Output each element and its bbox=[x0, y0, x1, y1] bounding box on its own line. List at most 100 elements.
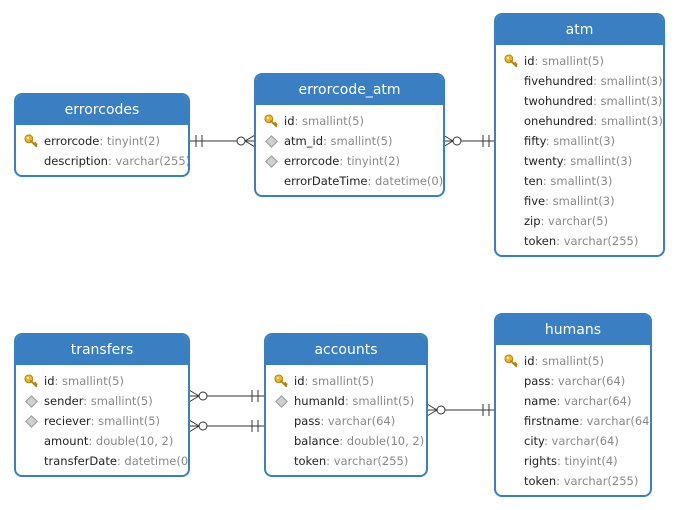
column-row[interactable]: transferDate: datetime(0) bbox=[16, 451, 188, 471]
column-row[interactable]: token: varchar(255) bbox=[496, 231, 663, 251]
column-row[interactable]: name: varchar(64) bbox=[496, 391, 650, 411]
column-row[interactable]: five: smallint(3) bbox=[496, 191, 663, 211]
column-row[interactable]: city: varchar(64) bbox=[496, 431, 650, 451]
column-name: pass bbox=[524, 374, 551, 388]
column-name: id bbox=[524, 354, 535, 368]
column-row[interactable]: id: smallint(5) bbox=[496, 351, 650, 371]
column-row[interactable]: errorcode: tinyint(2) bbox=[256, 151, 443, 171]
column-row[interactable]: sender: smallint(5) bbox=[16, 391, 188, 411]
column-row[interactable]: description: varchar(255) bbox=[16, 151, 188, 171]
column-row[interactable]: amount: double(10, 2) bbox=[16, 431, 188, 451]
column-name: id bbox=[44, 374, 55, 388]
column-type: : smallint(3) bbox=[545, 134, 616, 148]
column-list: errorcode: tinyint(2)description: varcha… bbox=[16, 125, 188, 171]
column-row[interactable]: balance: double(10, 2) bbox=[266, 431, 426, 451]
relationship-accounts-transfers-reciever bbox=[188, 419, 264, 433]
column-row[interactable]: id: smallint(5) bbox=[256, 111, 443, 131]
column-row[interactable]: fifty: smallint(3) bbox=[496, 131, 663, 151]
foreign-key-icon bbox=[25, 395, 38, 408]
column-type: : smallint(3) bbox=[593, 74, 663, 88]
column-row[interactable]: reciever: smallint(5) bbox=[16, 411, 188, 431]
column-type: : varchar(64) bbox=[579, 414, 652, 428]
key-icon bbox=[264, 114, 278, 128]
column-type: : varchar(64) bbox=[556, 394, 632, 408]
column-name: twenty bbox=[524, 154, 563, 168]
column-row[interactable]: firstname: varchar(64) bbox=[496, 411, 650, 431]
column-name: id bbox=[284, 114, 295, 128]
key-icon bbox=[274, 374, 288, 388]
column-row[interactable]: twenty: smallint(3) bbox=[496, 151, 663, 171]
column-type: : tinyint(2) bbox=[339, 154, 400, 168]
column-row[interactable]: fivehundred: smallint(3) bbox=[496, 71, 663, 91]
column-name: rights bbox=[524, 454, 558, 468]
column-type: : smallint(3) bbox=[542, 174, 613, 188]
entity-title: errorcode_atm bbox=[256, 75, 443, 105]
column-row[interactable]: ten: smallint(3) bbox=[496, 171, 663, 191]
column-name: ten bbox=[524, 174, 543, 188]
column-type: : varchar(64) bbox=[544, 434, 619, 448]
column-name: city bbox=[524, 434, 544, 448]
column-type: : smallint(3) bbox=[592, 94, 663, 108]
entity-title: transfers bbox=[16, 335, 188, 365]
column-name: errorDateTime bbox=[284, 174, 368, 188]
entity-errorcodes[interactable]: errorcodes errorcode: tinyint(2)descript… bbox=[14, 93, 190, 177]
column-row[interactable]: onehundred: smallint(3) bbox=[496, 111, 663, 131]
column-list: id: smallint(5)humanId: smallint(5)pass:… bbox=[266, 365, 426, 471]
column-row[interactable]: errorDateTime: datetime(0) bbox=[256, 171, 443, 191]
column-name: atm_id bbox=[284, 134, 324, 148]
column-row[interactable]: id: smallint(5) bbox=[16, 371, 188, 391]
column-type: : smallint(5) bbox=[344, 394, 415, 408]
column-type: : smallint(5) bbox=[294, 114, 364, 128]
column-name: humanId bbox=[294, 394, 345, 408]
column-type: : varchar(255) bbox=[556, 234, 639, 248]
column-row[interactable]: token: varchar(255) bbox=[496, 471, 650, 491]
column-row[interactable]: errorcode: tinyint(2) bbox=[16, 131, 188, 151]
relationship-accounts-transfers-sender bbox=[188, 389, 264, 403]
column-name: onehundred bbox=[524, 114, 594, 128]
column-name: firstname bbox=[524, 414, 580, 428]
entity-title: accounts bbox=[266, 335, 426, 365]
column-type: : smallint(5) bbox=[90, 414, 161, 428]
column-row[interactable]: pass: varchar(64) bbox=[266, 411, 426, 431]
foreign-key-icon bbox=[275, 395, 288, 408]
column-name: token bbox=[524, 234, 557, 248]
entity-humans[interactable]: humans id: smallint(5)pass: varchar(64)n… bbox=[494, 313, 652, 497]
entity-accounts[interactable]: accounts id: smallint(5)humanId: smallin… bbox=[264, 333, 428, 477]
column-type: : varchar(255) bbox=[326, 454, 409, 468]
column-name: five bbox=[524, 194, 546, 208]
column-list: id: smallint(5)sender: smallint(5)reciev… bbox=[16, 365, 188, 471]
column-type: : varchar(64) bbox=[320, 414, 396, 428]
column-list: id: smallint(5)fivehundred: smallint(3)t… bbox=[496, 45, 663, 251]
entity-transfers[interactable]: transfers id: smallint(5)sender: smallin… bbox=[14, 333, 190, 477]
column-list: id: smallint(5)atm_id: smallint(5)errorc… bbox=[256, 105, 443, 191]
key-icon bbox=[504, 354, 518, 368]
column-name: name bbox=[524, 394, 557, 408]
entity-atm[interactable]: atm id: smallint(5)fivehundred: smallint… bbox=[494, 13, 665, 257]
column-row[interactable]: twohundred: smallint(3) bbox=[496, 91, 663, 111]
column-row[interactable]: zip: varchar(5) bbox=[496, 211, 663, 231]
column-row[interactable]: id: smallint(5) bbox=[266, 371, 426, 391]
column-name: fivehundred bbox=[524, 74, 594, 88]
key-icon bbox=[24, 374, 38, 388]
column-row[interactable]: id: smallint(5) bbox=[496, 51, 663, 71]
entity-errorcode-atm[interactable]: errorcode_atm id: smallint(5)atm_id: sma… bbox=[254, 73, 445, 197]
column-name: errorcode bbox=[284, 154, 340, 168]
column-type: : smallint(5) bbox=[54, 374, 124, 388]
column-row[interactable]: pass: varchar(64) bbox=[496, 371, 650, 391]
column-name: amount bbox=[44, 434, 89, 448]
column-type: : datetime(0) bbox=[367, 174, 444, 188]
column-row[interactable]: humanId: smallint(5) bbox=[266, 391, 426, 411]
column-name: pass bbox=[294, 414, 321, 428]
column-list: id: smallint(5)pass: varchar(64)name: va… bbox=[496, 345, 650, 491]
column-row[interactable]: rights: tinyint(4) bbox=[496, 451, 650, 471]
column-type: : smallint(5) bbox=[534, 354, 604, 368]
column-type: : varchar(255) bbox=[556, 474, 639, 488]
column-type: : smallint(3) bbox=[562, 154, 633, 168]
foreign-key-icon bbox=[265, 155, 278, 168]
relationship-humans-accounts bbox=[426, 403, 495, 417]
column-row[interactable]: atm_id: smallint(5) bbox=[256, 131, 443, 151]
column-type: : smallint(5) bbox=[534, 54, 604, 68]
column-row[interactable]: token: varchar(255) bbox=[266, 451, 426, 471]
column-type: : tinyint(2) bbox=[99, 134, 160, 148]
